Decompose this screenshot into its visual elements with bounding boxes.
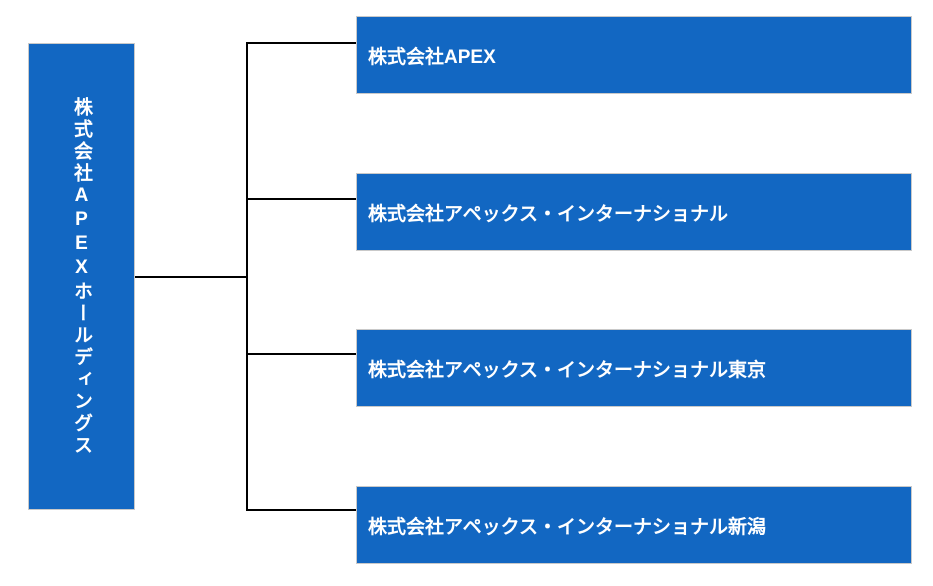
org-child-label-1: 株式会社APEX [368, 46, 496, 68]
org-child-box-1: 株式会社APEX [356, 16, 912, 94]
org-child-label-3: 株式会社アペックス・インターナショナル東京 [368, 359, 767, 381]
connector-branch-1 [246, 42, 357, 44]
org-child-box-4: 株式会社アペックス・インターナショナル新潟 [356, 486, 912, 564]
org-child-label-4: 株式会社アペックス・インターナショナル新潟 [368, 516, 767, 538]
connector-branch-2 [246, 198, 357, 200]
org-child-label-2: 株式会社アペックス・インターナショナル [368, 203, 729, 225]
org-root-box: 株式会社APEXホールディングス [28, 43, 135, 510]
org-root-label: 株式会社APEXホールディングス [71, 96, 92, 457]
connector-trunk [246, 42, 248, 510]
org-child-box-2: 株式会社アペックス・インターナショナル [356, 173, 912, 251]
connector-branch-3 [246, 353, 357, 355]
org-child-box-3: 株式会社アペックス・インターナショナル東京 [356, 329, 912, 407]
connector-branch-4 [246, 509, 357, 511]
connector-stem [135, 276, 247, 278]
